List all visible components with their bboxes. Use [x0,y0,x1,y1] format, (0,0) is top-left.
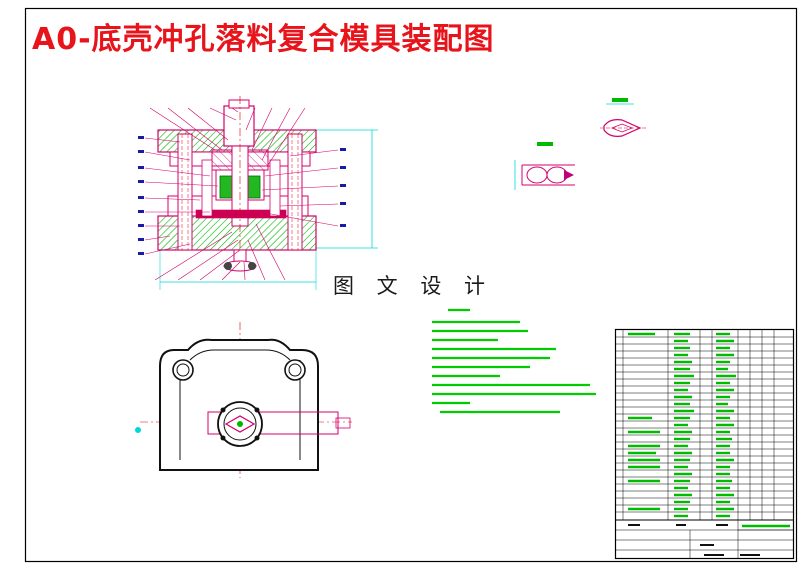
drawing-title: A0-底壳冲孔落料复合模具装配图 [32,22,495,57]
strip-layout-detail [514,142,575,190]
sheet-frame [24,7,798,563]
watermark-text: 图 文 设 计 [333,274,494,298]
workpiece-detail [600,98,646,137]
bill-of-materials [614,328,795,560]
technical-requirements [432,308,596,414]
plan-view [135,322,352,478]
assembly-section-view [138,96,378,290]
